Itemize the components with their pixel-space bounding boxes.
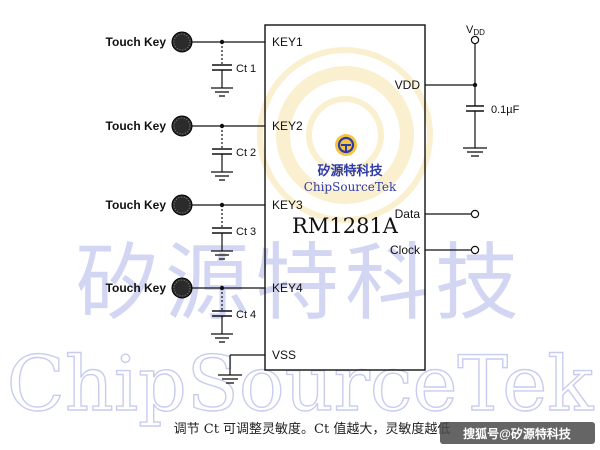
- touch-pad-texture: [173, 196, 191, 214]
- pin-key-label: KEY2: [272, 119, 303, 133]
- cap-label: Ct 2: [236, 147, 256, 159]
- vdd-junction: [472, 82, 478, 88]
- decoupling-cap-value: 0.1µF: [491, 104, 520, 116]
- source-badge: 搜狐号@矽源特科技: [463, 426, 572, 441]
- pin-vdd-label: VDD: [395, 78, 421, 92]
- touch-pad-icon: [171, 194, 193, 216]
- touch-pad-icon: [171, 115, 193, 137]
- touch-key-label: Touch Key: [106, 35, 167, 49]
- touch-key-row-4: Touch Key KEY4 Ct 4: [106, 277, 303, 343]
- cap-label: Ct 1: [236, 63, 256, 75]
- cap-label: Ct 3: [236, 226, 256, 238]
- vdd-supply-label: VDD: [466, 24, 485, 37]
- clock-terminal: [470, 245, 480, 255]
- vdd-terminal: [470, 35, 480, 45]
- pin-clock-label: Clock: [390, 243, 421, 257]
- touch-key-row-2: Touch Key KEY2 Ct 2: [106, 115, 303, 181]
- ic-chip-body: [264, 24, 426, 371]
- ground-symbol-icon: [463, 147, 487, 157]
- ground-icon: [211, 87, 233, 97]
- ground-icon: [211, 333, 233, 343]
- data-terminal: [470, 209, 480, 219]
- pin-key-label: KEY4: [272, 281, 303, 295]
- touch-pad-icon: [171, 31, 193, 53]
- cap-label: Ct 4: [236, 309, 256, 321]
- pin-key-label: KEY3: [272, 198, 303, 212]
- chip-part-number: RM1281A: [292, 214, 399, 238]
- touch-pad-texture: [173, 33, 191, 51]
- logo-watermark-ring: [257, 47, 433, 223]
- touch-key-row-3: Touch Key KEY3 Ct 3: [106, 194, 303, 260]
- caption-text: 调节 Ct 可调整灵敏度。Ct 值越大，灵敏度越低: [174, 421, 451, 437]
- touch-key-row-1: Touch Key KEY1 Ct 1: [106, 31, 303, 97]
- touch-key-label: Touch Key: [106, 198, 167, 212]
- vss-ground-icon: [218, 374, 242, 384]
- touch-key-label: Touch Key: [106, 119, 167, 133]
- chipsource-logo-icon: [335, 134, 357, 156]
- touch-pad-texture: [173, 279, 191, 297]
- ground-icon: [211, 171, 233, 181]
- touch-key-label: Touch Key: [106, 281, 167, 295]
- ground-icon: [211, 250, 233, 260]
- watermark-big-en: ChipSourceTek: [7, 339, 594, 428]
- touch-pad-icon: [171, 277, 193, 299]
- source-badge-bg: [440, 422, 595, 444]
- pin-vss-label: VSS: [272, 348, 296, 362]
- pin-data-label: Data: [395, 207, 421, 221]
- logo-text-en: ChipSourceTek: [304, 180, 397, 194]
- logo-text-cn: 矽源特科技: [317, 163, 383, 179]
- pin-key-label: KEY1: [272, 35, 303, 49]
- touch-pad-texture: [173, 117, 191, 135]
